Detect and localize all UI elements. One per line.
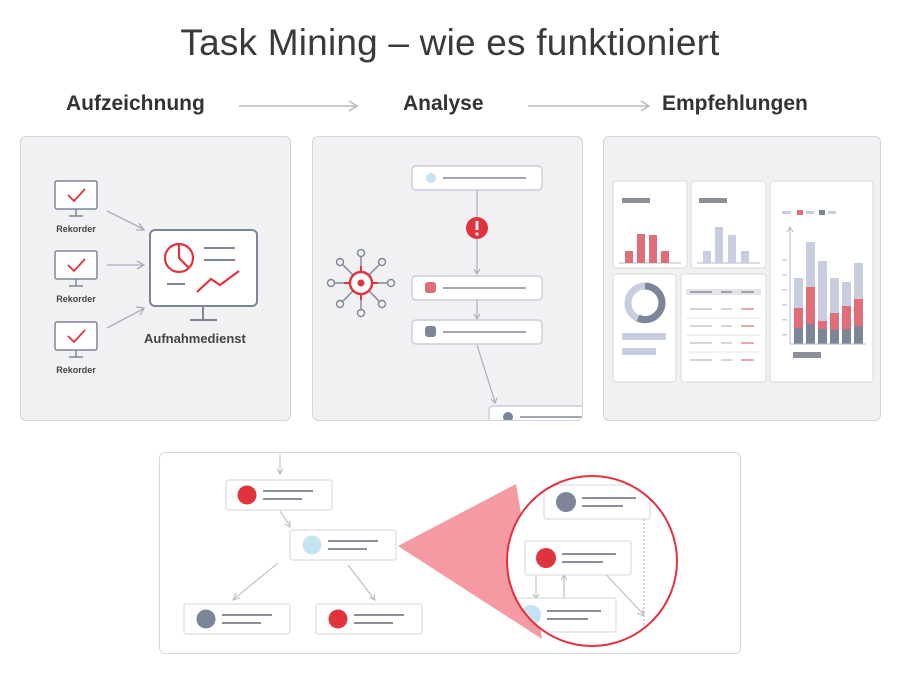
dashboard-card-table [680,273,767,383]
recorder-label: Rekorder [56,365,96,375]
process-hub-spikes [344,266,378,300]
flow-node [411,275,543,301]
process-zoom-diagram [183,455,678,647]
flow-node [411,319,543,345]
recording-service-monitor-icon [149,229,258,321]
flow-node [411,165,543,191]
recorder-monitor-icon [54,321,98,358]
process-node [289,529,397,561]
recorder-monitor-icon [54,180,98,217]
zoom-process-node [543,484,651,520]
zoom-process-node [524,540,632,576]
recorder-arrows [106,210,146,329]
recording-panel: Rekorder Rekorder Rekorder Aufnahmediens… [20,136,291,421]
process-node [315,603,423,635]
step-empfehlungen: Empfehlungen [662,92,808,115]
dashboard-diagram [612,180,874,383]
step-analyse: Analyse [403,92,484,115]
dashboard-card-bar-chart [612,180,688,269]
zoom-process-node [509,597,617,633]
recorder-label: Rekorder [56,224,96,234]
recording-diagram [54,180,258,358]
process-connectors [232,455,376,601]
recorder-monitor-icon [54,250,98,287]
step-aufzeichnung: Aufzeichnung [66,92,205,115]
dashboard-card-donut [612,273,677,383]
zoom-lens-content [509,484,651,646]
dashboard-card-bar-chart [690,180,767,269]
recording-service-label: Aufnahmedienst [144,331,246,346]
flow-node [488,405,582,420]
page-title: Task Mining – wie es funktioniert [180,22,720,63]
process-node [225,479,333,511]
process-zoom-panel [159,452,741,654]
arrow-head [348,100,359,112]
alert-icon [466,217,488,239]
recorder-label: Rekorder [56,294,96,304]
zoom-cone [398,484,542,639]
zoom-lens-border [506,475,678,647]
arrow-head [640,100,651,112]
process-node [183,603,291,635]
analysis-diagram [326,165,582,420]
analysis-panel [312,136,583,421]
recommendations-panel [603,136,881,421]
dashboard-card-stacked-chart [769,180,874,383]
